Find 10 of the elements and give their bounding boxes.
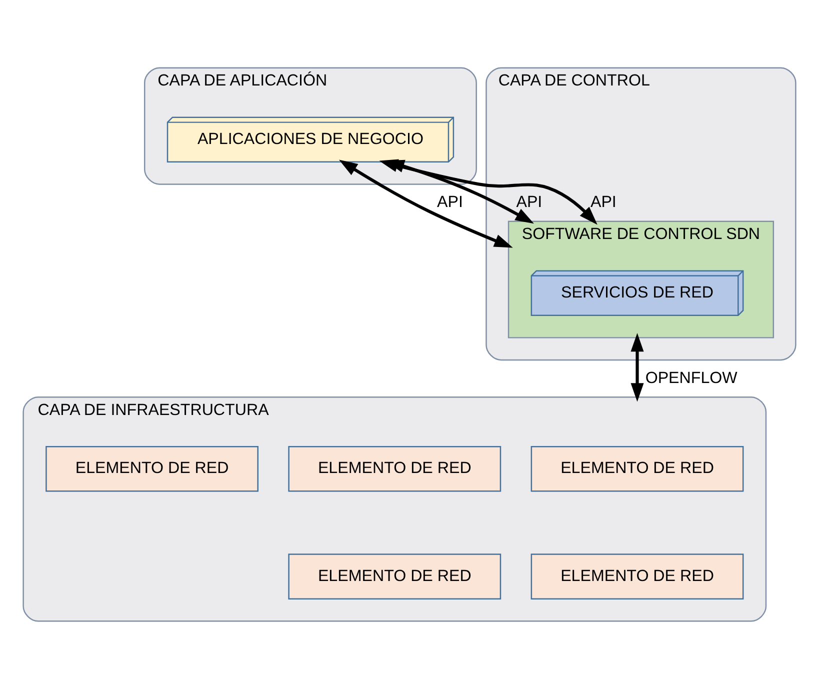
- node-box: ELEMENTO DE RED: [530, 553, 744, 599]
- node-box: ELEMENTO DE RED: [530, 446, 744, 492]
- node-box: ELEMENTO DE RED: [46, 446, 258, 492]
- node-box: ELEMENTO DE RED: [288, 553, 502, 599]
- edge-label: API: [590, 192, 616, 210]
- arrow: [630, 332, 644, 402]
- node-box: ELEMENTO DE RED: [288, 446, 502, 492]
- edge-label: OPENFLOW: [645, 368, 738, 386]
- edge-label: API: [436, 192, 463, 210]
- edge-label: API: [516, 192, 542, 210]
